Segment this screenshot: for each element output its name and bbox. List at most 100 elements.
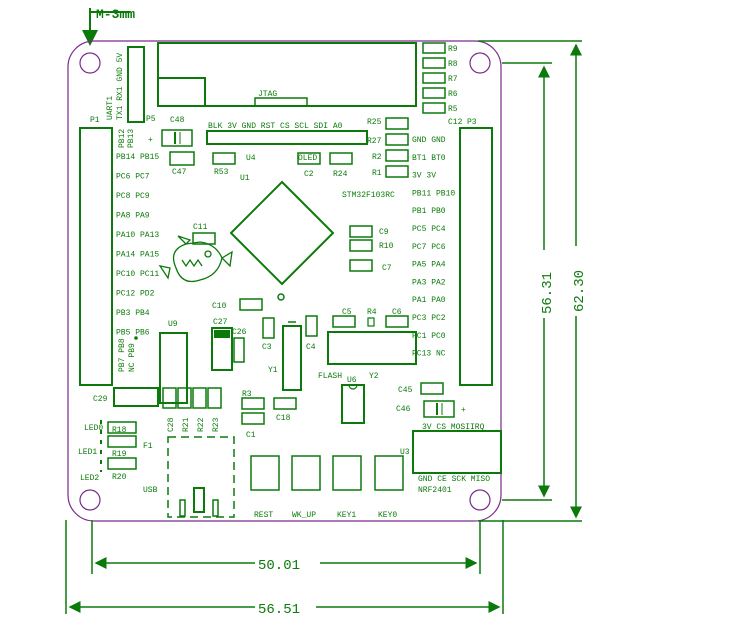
y2-label: Y2 (369, 372, 379, 381)
uart-header (127, 46, 145, 123)
p3-header (459, 127, 493, 386)
r18-label: R18 (112, 426, 127, 435)
c48-plus: + (148, 136, 153, 145)
c46-label: C46 (396, 405, 411, 414)
nrf-top-pins: 3V CS MOSIIRQ (422, 423, 485, 432)
c27-body (211, 327, 233, 371)
oled-cutout (158, 77, 206, 106)
mcu-label: STM32F103RC (342, 191, 395, 200)
uart-label: UART1 (106, 96, 115, 120)
usb-pad-left (179, 499, 186, 517)
c27-label: C27 (213, 318, 228, 327)
oled-module (157, 42, 417, 107)
c48-label: C48 (170, 116, 185, 125)
r21-label: R21 (182, 417, 191, 432)
dim-inner-width: 50.01 (258, 558, 300, 574)
c29-label: C29 (93, 395, 108, 404)
p3-row-label: PA3 PA2 (412, 278, 446, 287)
dim-outer-width: 56.51 (258, 602, 300, 618)
nc-pb9-label: NC PB9 (128, 343, 137, 372)
y1-body (282, 325, 302, 391)
usb-outline (167, 436, 235, 518)
r9-body (422, 42, 446, 54)
r5-label: R5 (448, 105, 458, 114)
u1-label: U1 (240, 174, 250, 183)
p3-row-label: 3V 3V (412, 172, 436, 181)
flash-label: FLASH (318, 372, 342, 381)
y1-label: Y1 (268, 366, 278, 375)
c7-body (349, 259, 373, 272)
p1-row-label: PB5 PB6 (116, 329, 150, 338)
c12-label: C12 (448, 118, 463, 127)
c18-body (273, 397, 297, 410)
usb-label: USB (143, 486, 158, 495)
r7-label: R7 (448, 75, 458, 84)
nrf-bottom-pins: GND CE SCK MISO (418, 475, 490, 484)
buttons-row (250, 455, 404, 491)
c5-label: C5 (342, 308, 352, 317)
p3-row-label: PC5 PC4 (412, 225, 446, 234)
usb-center-pad (193, 487, 205, 513)
p3-row-label: GND GND (412, 136, 446, 145)
key1-label: KEY1 (337, 511, 356, 520)
u6-notch (348, 384, 358, 390)
c28-body (162, 387, 177, 409)
c26-label: C26 (232, 328, 247, 337)
board-outline (67, 40, 502, 522)
key0-label: KEY0 (378, 511, 397, 520)
r2-label: R2 (372, 153, 382, 162)
c3-body (262, 317, 275, 339)
p1-row-label: PC8 PC9 (116, 192, 150, 201)
key1-button-body (332, 455, 362, 491)
wkup-label: WK_UP (292, 511, 316, 520)
led2-body (107, 457, 137, 470)
c2-label: C2 (304, 170, 314, 179)
u6-label: U6 (347, 376, 357, 385)
pb13-label: PB13 (127, 129, 136, 148)
r23-body (207, 387, 222, 409)
r10-label: R10 (379, 242, 394, 251)
r7-body (422, 72, 446, 84)
p3-row-label: PC3 PC2 (412, 314, 446, 323)
uart-pins-label: TX1 RX1 GND 5V (116, 53, 125, 120)
c46-body (423, 400, 455, 418)
p3-row-label: PA1 PA0 (412, 296, 446, 305)
p3-label: P3 (467, 118, 477, 127)
mcu-pin1 (277, 293, 285, 301)
p5-label: P5 (146, 115, 156, 124)
rest-button-body (250, 455, 280, 491)
p1-row-label: PC6 PC7 (116, 173, 150, 182)
c26-body (233, 337, 245, 363)
p1-row-label: PC10 PC11 (116, 270, 159, 279)
p3-row-label: PC7 PC6 (412, 243, 446, 252)
nrf-label: NRF2401 (418, 486, 452, 495)
r9-label: R9 (448, 45, 458, 54)
p1-row-label: PB14 PB15 (116, 153, 159, 162)
r8-body (422, 57, 446, 69)
led0-body (107, 421, 137, 434)
u9-label: U9 (168, 320, 178, 329)
p1-header (79, 127, 113, 386)
rest-label: REST (254, 511, 273, 520)
mount-hole-tl (79, 52, 101, 74)
r20-label: R20 (112, 473, 127, 482)
c10-label: C10 (212, 302, 227, 311)
c18-label: C18 (276, 414, 291, 423)
r1-body (385, 165, 409, 178)
c11-body (192, 232, 216, 245)
c4-body (305, 315, 318, 337)
u9-body (159, 332, 188, 404)
c46-plus: + (461, 406, 466, 415)
r27-body (385, 133, 409, 146)
p1-label: P1 (90, 116, 100, 125)
c48-body (161, 129, 193, 147)
p3-row-label: PC1 PC0 (412, 332, 446, 341)
c6-body (385, 315, 409, 328)
r22-label: R22 (197, 417, 206, 432)
mount-hole-bl (79, 489, 101, 511)
p3-row-label: PA5 PA4 (412, 261, 446, 270)
r53-label: R53 (214, 168, 229, 177)
pb12-label: PB12 (118, 129, 127, 148)
c47-body (169, 151, 195, 166)
